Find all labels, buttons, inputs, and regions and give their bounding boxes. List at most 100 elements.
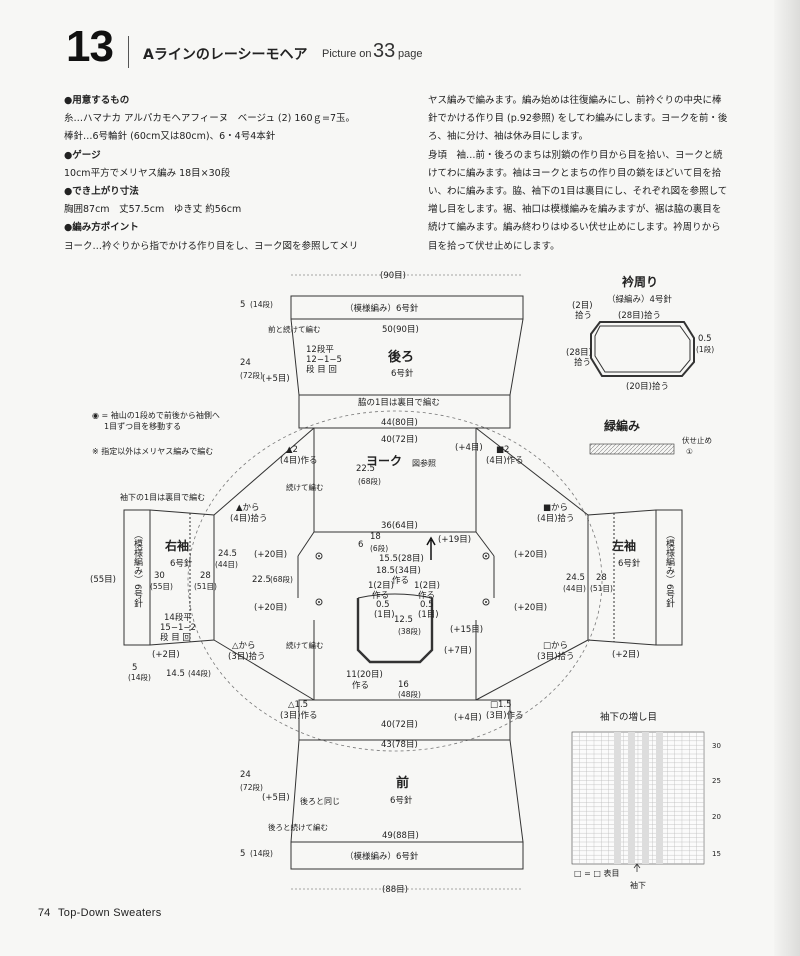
- back-width-44: 44(80目): [381, 418, 418, 428]
- materials-needles: 棒針…6号輪針 (60cm又は80cm)、6・4号4本針: [64, 131, 276, 143]
- header-divider: [128, 36, 129, 68]
- instructions-line: けてわに編みます。袖はヨークとまちの作り目の鎖をほどいて目を拾: [428, 167, 722, 179]
- right-sleeve: [123, 509, 215, 646]
- bullseye-mark: [315, 598, 323, 606]
- instructions-line: ヤス編みで編みます。編み始めは往復編みにし、前衿ぐりの中央に棒: [428, 95, 722, 106]
- yoke-one-right-2: 作る: [418, 590, 435, 601]
- left-pick-sq-2: (4目)拾う: [537, 513, 575, 524]
- instructions-line: 針でかける作り目 (p.92参照) をしてわ編みにします。ヨークを前・後: [428, 113, 728, 125]
- right-sleeve-plus20a: (+20目): [254, 550, 287, 560]
- neck-bottom-2: 作る: [352, 680, 369, 691]
- back-band-height: 5: [240, 300, 245, 310]
- left-pick-sq-open: □から: [543, 641, 568, 651]
- back-plus5: (+5目): [262, 374, 290, 384]
- front-width-43: 43(78目): [381, 740, 418, 750]
- gauge-text: 10cm平方でメリヤス編み 18目×30段: [64, 167, 231, 179]
- edge-title: 緑編み: [604, 418, 640, 433]
- yoke-6: 6: [358, 540, 363, 550]
- right-sleeve-28b: (51目): [194, 582, 217, 591]
- back-title: 後ろ: [388, 349, 414, 365]
- front-same-as-back: 後ろと同じ: [300, 796, 340, 806]
- right-pick-tri: ▲から: [236, 503, 260, 513]
- pattern-title: Aラインのレーシーモヘア: [143, 47, 308, 63]
- right-sleeve-cuff: 5: [132, 663, 137, 673]
- front-body-height: 24: [240, 770, 251, 780]
- right-sleeve-plus2: (+2目): [152, 650, 180, 660]
- yoke-title: ヨーク: [366, 454, 402, 468]
- materials-yarn: 糸…ハマナカ アルパカモヘアフィーヌ ベージュ (2) 160ｇ=7玉。: [64, 113, 356, 125]
- back-piece: [290, 295, 524, 429]
- gusset-left: △1.5: [288, 700, 308, 710]
- yoke-plus7: (+7目): [444, 646, 472, 656]
- collar-left28-2: 拾う: [574, 357, 591, 368]
- right-sleeve-cuff-w: (55目): [90, 575, 116, 585]
- front-pattern-label: （模様編み）6号針: [345, 851, 419, 862]
- chart-row-25: 25: [712, 777, 721, 785]
- neck-depth: 12.5: [394, 615, 413, 625]
- yoke-ref: 図参照: [412, 458, 436, 468]
- yoke-continue-2: 続けて編む: [286, 640, 324, 650]
- page-number: 74: [38, 907, 51, 919]
- instructions-line: い、わに編みます。脇、袖下の1目は裏目にし、それぞれ図を参照して: [428, 186, 728, 198]
- page-edge-shadow: [774, 0, 800, 956]
- left-sleeve-band: （模様編み）6号針: [664, 530, 675, 609]
- bullseye-mark: [485, 601, 487, 603]
- yoke-cast-on-2: 作る: [392, 575, 409, 586]
- right-sleeve-len-rows: (68段): [270, 574, 293, 584]
- right-sleeve-30: 30: [154, 571, 165, 581]
- note-bullseye-1: ◉ = 袖山の1段めで前後から袖側へ: [92, 410, 220, 420]
- heading-points: ●編み方ポイント: [64, 222, 139, 234]
- left-sleeve-245: 24.5: [566, 573, 585, 583]
- right-sleeve-needle: 6号針: [170, 558, 193, 569]
- yoke-one-right: 1(2目): [414, 581, 440, 591]
- front-total-width: (88目): [382, 885, 408, 895]
- back-inc-3: 段 目 回: [306, 364, 337, 375]
- note-bullseye-2: 1目ずつ目を移動する: [104, 421, 181, 431]
- right-pick-tri-open: △から: [232, 641, 256, 651]
- collar-left: (2目): [572, 301, 593, 311]
- back-total-width: (90目): [380, 271, 406, 281]
- left-sleeve-28: 28: [596, 573, 607, 583]
- chart-row-15: 15: [712, 850, 721, 858]
- front-plus5: (+5目): [262, 793, 290, 803]
- left-sleeve-needle: 6号針: [618, 558, 641, 569]
- chart-title: 袖下の増し目: [600, 711, 657, 723]
- back-inc-1: 12段平: [306, 344, 334, 355]
- yoke-plus4: (+4目): [455, 443, 483, 453]
- heading-gauge: ●ゲージ: [64, 149, 101, 161]
- left-sleeve: [587, 509, 683, 646]
- note-stockinette: ※ 指定以外はメリヤス編みで編む: [92, 446, 213, 456]
- right-sleeve-inc-2: 15−1−2: [160, 623, 196, 633]
- left-sleeve-245b: (44目): [563, 584, 586, 593]
- right-sleeve-body: 14.5: [166, 669, 185, 679]
- materials-column: ●用意するもの 糸…ハマナカ アルパカモヘアフィーヌ ベージュ (2) 160ｇ…: [64, 92, 404, 256]
- chart-legend: □ = □ 表目: [574, 868, 619, 878]
- back-width-40: 40(72目): [381, 435, 418, 445]
- bullseye-mark: [482, 598, 490, 606]
- back-side-note: 脇の1目は裏目で編む: [358, 397, 440, 408]
- bullseye-mark: [315, 552, 323, 560]
- neck-right-05: 0.5: [420, 600, 434, 610]
- front-band-height: 5: [240, 849, 245, 859]
- gusset-right: □1.5: [490, 700, 512, 710]
- instructions-column: ヤス編みで編みます。編み始めは往復編みにし、前衿ぐりの中央に棒 針でかける作り目…: [428, 92, 778, 256]
- yoke-front-16: 16: [398, 680, 409, 690]
- instructions-line: 目を拾って伏せ止めにします。: [428, 240, 560, 252]
- edge-chart: [589, 443, 675, 455]
- picture-on-label: Picture on: [322, 48, 372, 60]
- neck-bottom: 11(20目): [346, 670, 383, 680]
- page-label: page: [398, 48, 423, 60]
- instructions-line: 増し目をします。裾、袖口は模様編みを編みますが、裾は脇の裏目を: [428, 204, 722, 216]
- front-plus4: (+4目): [454, 713, 482, 723]
- gusset-left-2: (3目)作る: [280, 710, 318, 721]
- back-pattern-label: （模様編み）6号針: [345, 303, 419, 314]
- neck-depth-rows: (38段): [398, 626, 421, 636]
- right-sleeve-title: 右袖: [164, 538, 189, 553]
- front-piece: [290, 699, 524, 870]
- bullseye-mark: [318, 555, 320, 557]
- collar-left-2: 拾う: [575, 310, 592, 321]
- right-sleeve-28: 28: [200, 571, 211, 581]
- back-band-rows: (14段): [250, 299, 273, 309]
- right-sleeve-cuff-rows: (14段): [128, 672, 151, 682]
- increase-chart: [571, 731, 705, 865]
